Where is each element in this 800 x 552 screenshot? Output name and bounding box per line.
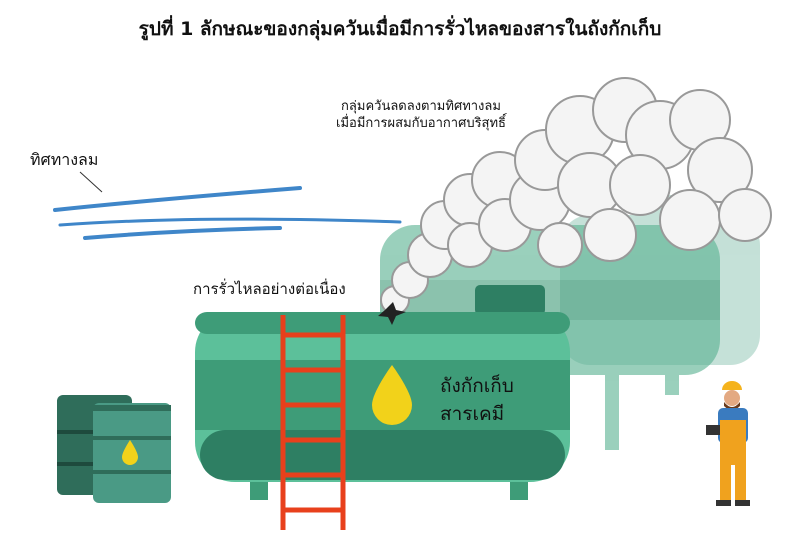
chemical-drop-icon xyxy=(372,365,412,425)
barrel-front xyxy=(93,403,171,503)
smoke-label-line1: กลุ่มควันลดลงตามทิศทางลม xyxy=(341,99,501,114)
leak-burst-icon xyxy=(378,302,406,325)
wind-line xyxy=(58,217,402,227)
tank-label-line2: สารเคมี xyxy=(440,403,505,425)
figure-title: รูปที่ 1 ลักษณะของกลุ่มควันเมื่อมีการรั่… xyxy=(138,18,662,40)
continuous-leak-label: การรั่วไหลอย่างต่อเนื่อง xyxy=(193,280,346,298)
worker-figure xyxy=(706,381,750,506)
wind-line xyxy=(83,226,282,240)
wind-lines xyxy=(53,186,402,240)
chemical-drop-icon xyxy=(122,440,138,465)
wind-pointer xyxy=(79,171,103,193)
tank-label-line1: ถังกักเก็บ xyxy=(440,375,514,397)
tank-label: ถังกักเก็บ สารเคมี xyxy=(440,372,514,428)
wind-direction-label: ทิศทางลม xyxy=(30,150,99,169)
ladder xyxy=(280,315,346,530)
wind-line xyxy=(53,186,302,212)
smoke-label: กลุ่มควันลดลงตามทิศทางลม เมื่อมีการผสมกั… xyxy=(336,98,506,132)
smoke-label-line2: เมื่อมีการผสมกับอากาศบริสุทธิ์ xyxy=(336,116,506,131)
